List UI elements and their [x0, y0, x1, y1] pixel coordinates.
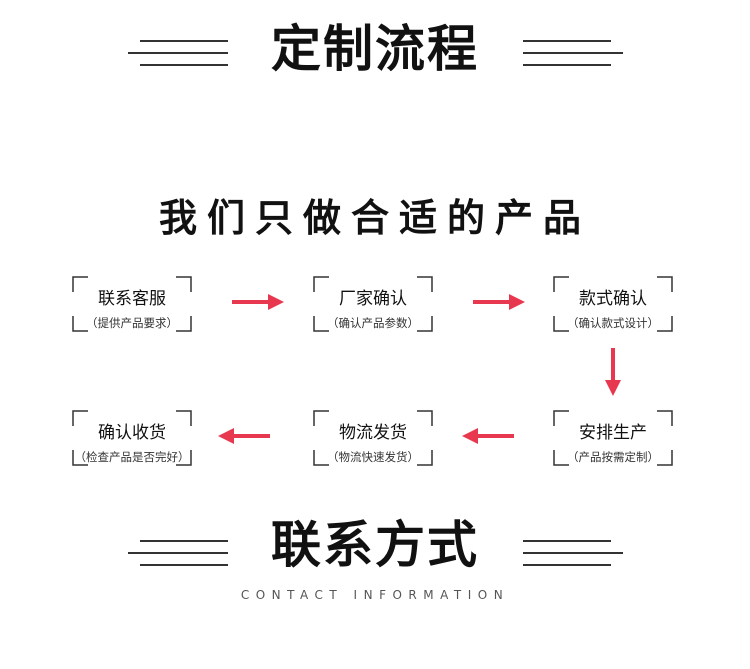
step-frame	[313, 276, 433, 332]
title-decoration-right	[523, 540, 623, 570]
step-description: （提供产品要求）	[86, 316, 178, 330]
step-description: （产品按需定制）	[567, 450, 659, 464]
step-description: （确认产品参数）	[327, 316, 419, 330]
title-decoration-right	[523, 40, 623, 70]
step-frame	[72, 410, 192, 466]
step-arrange-production: 安排生产 （产品按需定制）	[553, 410, 673, 466]
contact-subtitle-english: CONTACT INFORMATION	[240, 588, 510, 602]
process-title: 定制流程	[271, 20, 479, 78]
arrow-left-icon	[462, 428, 514, 444]
step-name: 确认收货	[98, 423, 166, 443]
step-confirm-receipt: 确认收货 （检查产品是否完好）	[72, 410, 192, 466]
step-description: （物流快速发货）	[327, 450, 419, 464]
step-description: （检查产品是否完好）	[74, 450, 190, 464]
step-frame	[553, 276, 673, 332]
step-factory-confirm: 厂家确认 （确认产品参数）	[313, 276, 433, 332]
step-logistics-delivery: 物流发货 （物流快速发货）	[313, 410, 433, 466]
step-name: 厂家确认	[339, 289, 407, 309]
step-frame	[72, 276, 192, 332]
step-name: 安排生产	[579, 423, 647, 443]
title-decoration-left	[128, 540, 228, 570]
title-decoration-left	[128, 40, 228, 70]
arrow-right-icon	[232, 294, 284, 310]
arrow-left-icon	[218, 428, 270, 444]
step-frame	[313, 410, 433, 466]
contact-title: 联系方式	[271, 516, 479, 574]
step-name: 物流发货	[339, 423, 407, 443]
arrow-down-icon	[605, 348, 621, 396]
step-style-confirm: 款式确认 （确认款式设计）	[553, 276, 673, 332]
step-name: 款式确认	[579, 289, 647, 309]
step-frame	[553, 410, 673, 466]
step-contact-service: 联系客服 （提供产品要求）	[72, 276, 192, 332]
arrow-right-icon	[473, 294, 525, 310]
step-name: 联系客服	[98, 289, 166, 309]
step-description: （确认款式设计）	[567, 316, 659, 330]
slogan-heading: 我们只做合适的产品	[158, 196, 591, 240]
